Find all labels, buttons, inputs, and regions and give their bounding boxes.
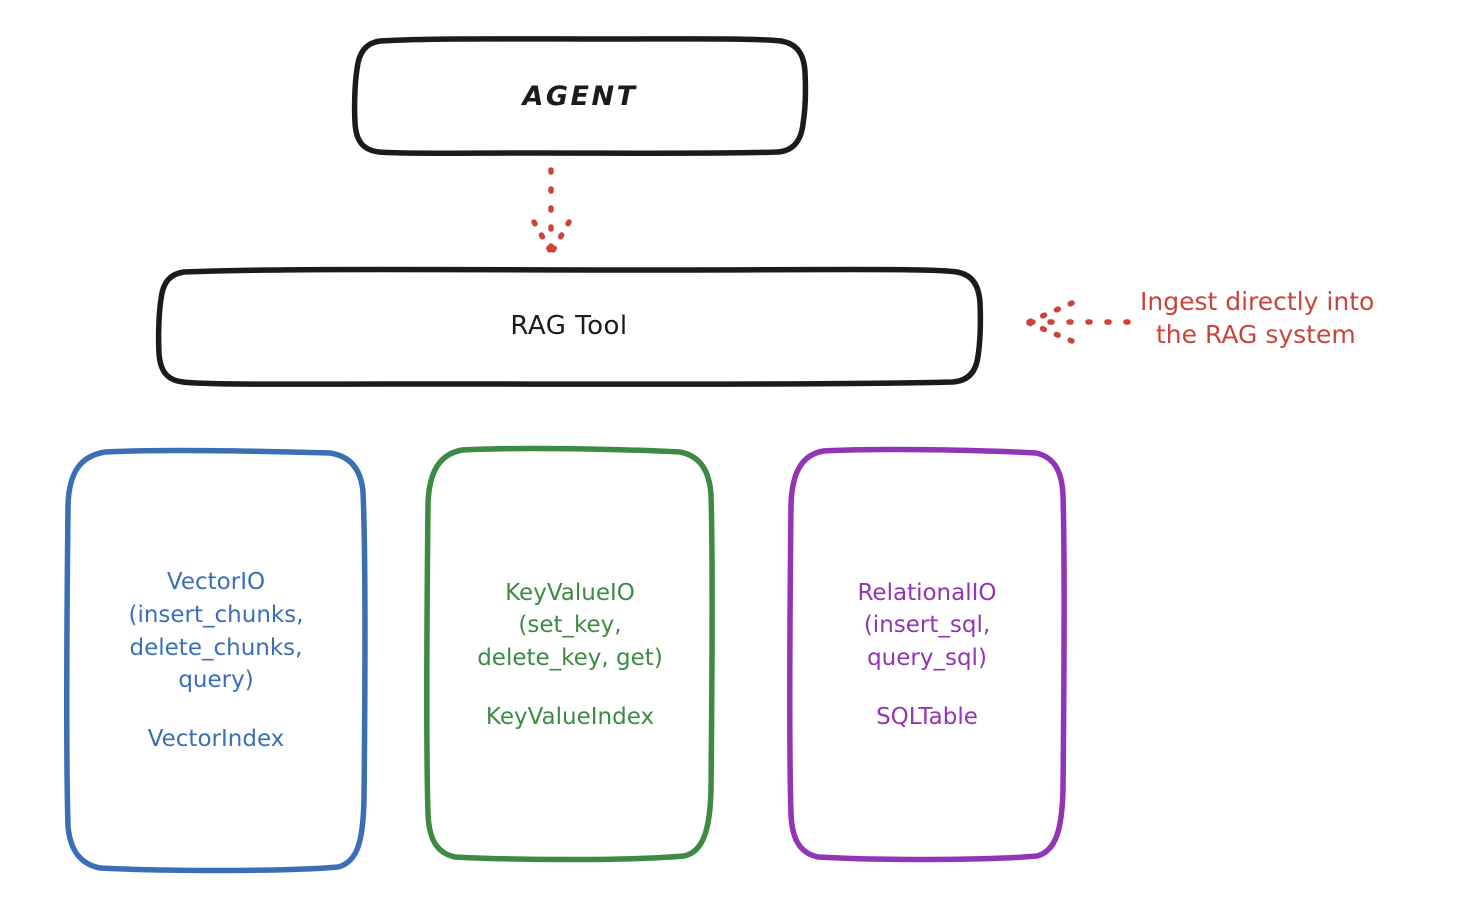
dotted-arrow-left-icon: [1026, 300, 1131, 344]
key-value-io-card[interactable]: [424, 445, 715, 863]
rag-tool-box[interactable]: [155, 266, 984, 387]
relational-io-card[interactable]: [787, 446, 1067, 863]
vector-io-card[interactable]: [64, 447, 368, 874]
dotted-arrow-down-icon: [531, 167, 572, 255]
agent-box[interactable]: [351, 36, 809, 156]
